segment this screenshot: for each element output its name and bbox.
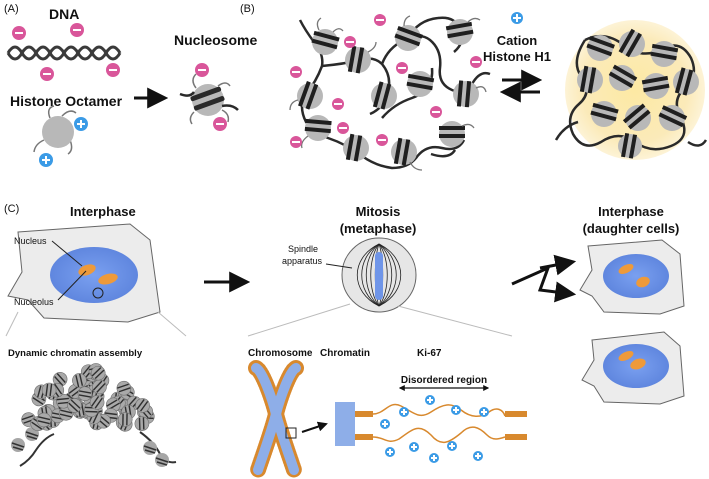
panel-a: (A) DNA Histone Octamer Nucleosome	[4, 3, 257, 167]
daughter-interphase-label: Interphase	[598, 204, 664, 219]
nucleosome-icon	[56, 393, 71, 409]
nucleosome-icon	[135, 398, 150, 413]
histone-octamer-label: Histone Octamer	[10, 93, 123, 109]
mitosis-label: Mitosis	[356, 204, 401, 219]
condensed-chromatin	[554, 20, 708, 160]
negative-charge-icon	[376, 134, 388, 146]
positive-charge-icon	[451, 405, 461, 415]
positive-charge-icon	[409, 442, 419, 452]
negative-charge-icon	[374, 14, 386, 26]
nucleosome-icon	[116, 380, 132, 396]
dynamic-chromatin-label: Dynamic chromatin assembly	[8, 348, 143, 359]
positive-charge-icon	[74, 117, 88, 131]
dna-helix	[6, 45, 122, 61]
nucleosome-icon	[77, 386, 93, 402]
nucleolus	[636, 276, 650, 288]
dna-label: DNA	[49, 6, 79, 22]
nucleosome-icon	[36, 412, 52, 428]
nucleolus-label: Nucleolus	[14, 297, 54, 307]
chromosome	[248, 360, 304, 478]
nucleolus	[630, 358, 646, 370]
negative-charge-icon	[70, 23, 84, 37]
positive-charge-icon	[39, 153, 53, 167]
histone-octamer	[33, 105, 88, 167]
zoom-arrow	[301, 421, 328, 433]
nucleosome-label: Nucleosome	[174, 32, 257, 48]
negative-charge-icon	[106, 63, 120, 77]
positive-charge-icon	[429, 453, 439, 463]
nucleosome-icon	[92, 379, 107, 395]
negative-charge-icon	[12, 26, 26, 40]
negative-charge-icon	[290, 66, 302, 78]
chromosome-label: Chromosome	[248, 348, 313, 359]
nucleosome	[179, 63, 239, 131]
positive-charge-icon	[380, 419, 390, 429]
nucleosome-icon	[67, 398, 82, 413]
interphase-label: Interphase	[70, 204, 136, 219]
nucleolus	[78, 264, 96, 276]
disordered-region-label: Disordered region	[401, 375, 487, 386]
division-arrow	[511, 254, 577, 303]
negative-charge-icon	[396, 62, 408, 74]
histone-h1-label: Histone H1	[483, 49, 551, 64]
negative-charge-icon	[213, 117, 227, 131]
nucleosome-icon	[117, 412, 133, 427]
negative-charge-icon	[40, 67, 54, 81]
chromatin-assembly	[11, 363, 177, 467]
nucleolus	[618, 264, 634, 274]
panel-c-label: (C)	[4, 203, 19, 215]
nucleolus	[618, 351, 634, 361]
positive-charge-icon	[385, 447, 395, 457]
network-negative-charges	[290, 14, 482, 148]
positive-charge-icon	[479, 407, 489, 417]
negative-charge-icon	[290, 136, 302, 148]
spindle-label: Spindle	[288, 244, 318, 254]
daughter-cell	[579, 239, 685, 315]
negative-charge-icon	[430, 106, 442, 118]
dna-negative-charges	[12, 23, 120, 81]
panel-c: (C) Interphase Nucleus Nucleolus Dynamic…	[4, 203, 685, 478]
nucleus-label: Nucleus	[14, 236, 47, 246]
positive-charge-icon	[447, 441, 457, 451]
positive-charge-icon	[425, 395, 435, 405]
nucleus	[50, 247, 138, 303]
daughter-cells-label: (daughter cells)	[583, 221, 680, 236]
negative-charge-icon	[332, 98, 344, 110]
nucleolus	[98, 273, 118, 285]
zoom-box	[285, 427, 297, 439]
positive-charge-icon	[511, 12, 523, 24]
ki67-positive-charges	[380, 395, 489, 463]
nucleosome-icon	[52, 371, 68, 387]
panel-a-label: (A)	[4, 3, 19, 15]
nucleus	[603, 254, 669, 298]
positive-charge-icon	[399, 407, 409, 417]
negative-charge-icon	[195, 63, 209, 77]
chromatin-block	[335, 402, 355, 446]
cation-label: Cation	[497, 33, 538, 48]
nucleosome-array	[289, 15, 487, 171]
nucleosome-icon	[90, 365, 106, 381]
panel-b: (B)	[240, 3, 708, 171]
metaphase-label: (metaphase)	[340, 221, 417, 236]
nucleosome-icon	[72, 373, 87, 388]
negative-charge-icon	[344, 36, 356, 48]
nucleosome-icon	[134, 416, 150, 432]
ki67-label: Ki-67	[417, 348, 442, 359]
daughter-cell	[581, 331, 685, 405]
apparatus-label: apparatus	[282, 256, 323, 266]
negative-charge-icon	[337, 122, 349, 134]
zoom-region-marker	[92, 287, 104, 299]
mitotic-cell	[325, 237, 417, 313]
negative-charge-icon	[470, 56, 482, 68]
panel-b-label: (B)	[240, 3, 255, 15]
positive-charge-icon	[473, 451, 483, 461]
interphase-cell	[7, 223, 161, 323]
metaphase-plate	[375, 252, 383, 300]
nucleosome-icon	[41, 382, 57, 398]
ki67-protein	[355, 403, 527, 444]
chromatin-label: Chromatin	[320, 348, 370, 359]
nucleosome-icon	[89, 395, 105, 410]
